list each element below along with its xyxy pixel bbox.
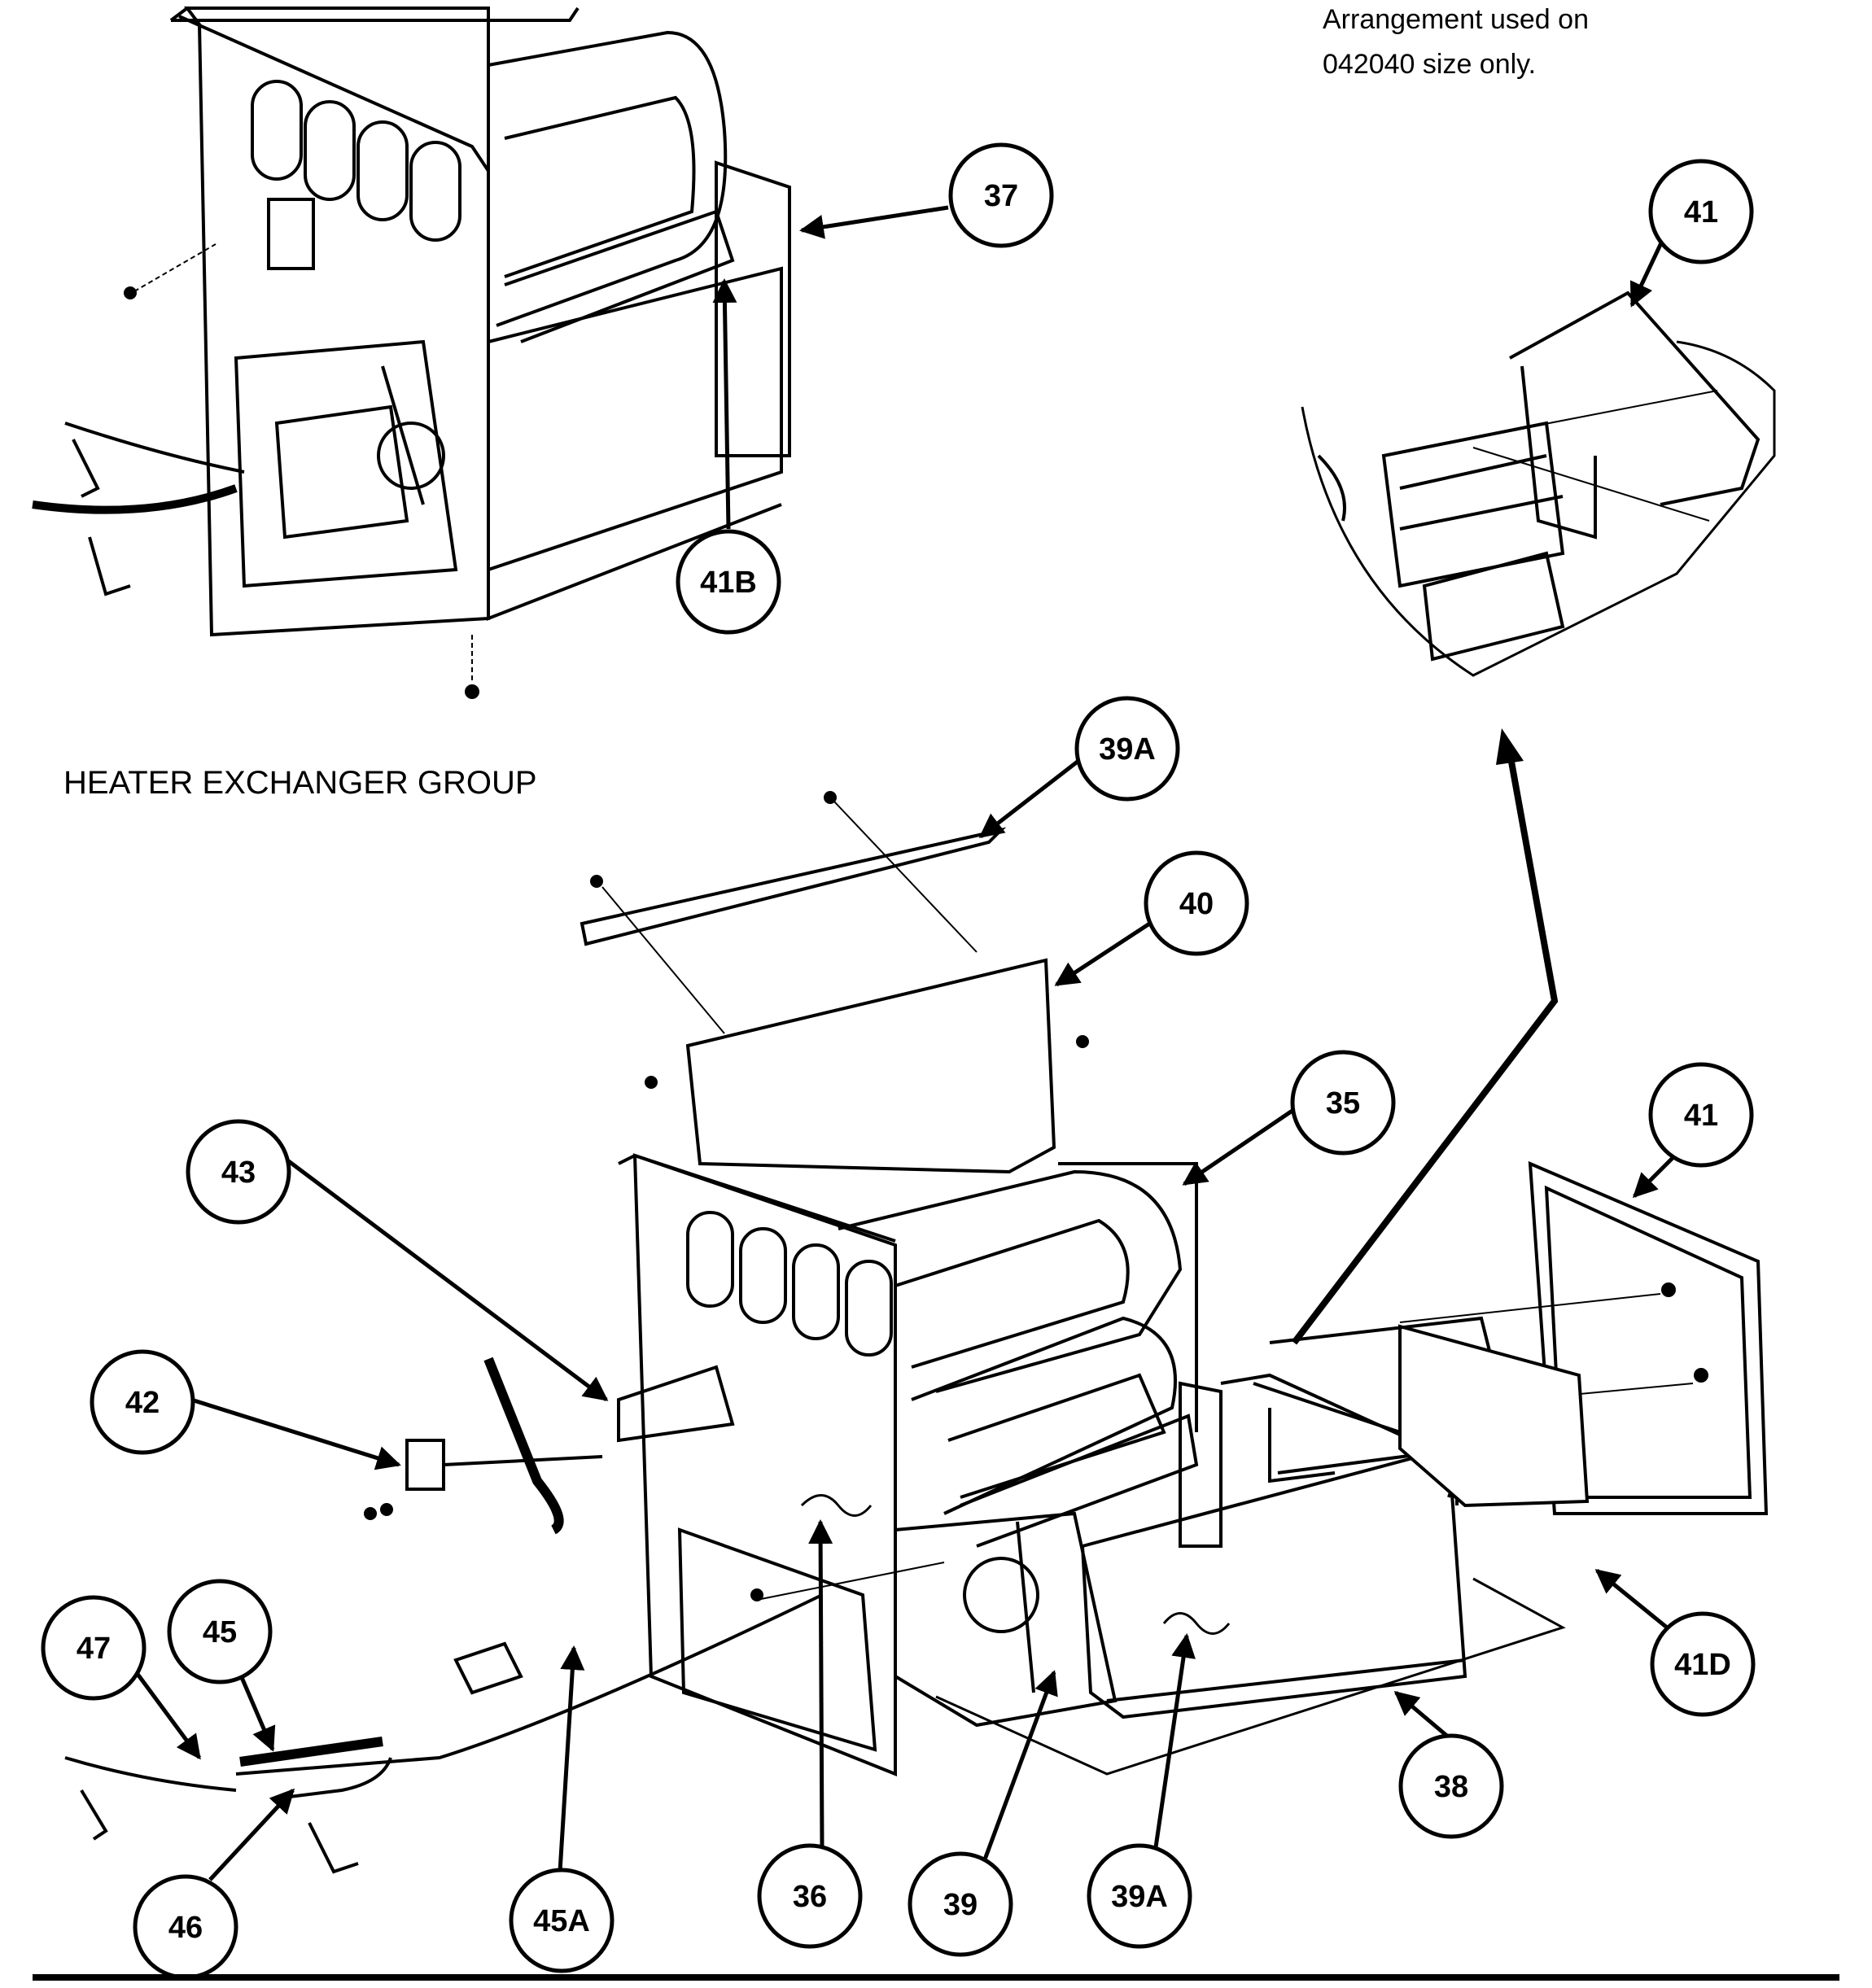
inset-detail [1301,291,1776,677]
label-45: 45 [203,1615,237,1649]
label-47: 47 [77,1632,111,1666]
label-41-top: 41 [1684,195,1718,229]
label-46: 46 [168,1911,203,1945]
label-38: 38 [1434,1770,1468,1804]
callout-45 [167,1579,273,1684]
callout-42 [90,1349,195,1455]
callout-39A-bottom [1087,1843,1192,1949]
callout-41B [676,529,781,635]
top-assembly [32,7,791,699]
label-41D: 41D [1674,1648,1731,1682]
callout-39A-top [1074,696,1180,802]
label-45A: 45A [533,1904,590,1938]
callout-41-right [1648,1062,1754,1168]
leader-lines [128,205,1699,1881]
label-41-right: 41 [1684,1099,1718,1133]
callout-47 [41,1595,147,1701]
label-42: 42 [125,1386,160,1420]
arrangement-note-line-2: 042040 size only. [1323,49,1536,80]
tube-openings-main [686,1211,893,1357]
callout-35 [1290,1050,1396,1156]
arrangement-note-line-1: Arrangement used on [1323,4,1589,35]
label-39: 39 [943,1888,978,1922]
callout-labels: 37 41 41B 39A 40 35 41 43 42 47 45 41D 3… [77,179,1731,1945]
callout-39 [908,1851,1013,1957]
callout-37 [948,142,1054,248]
label-41B: 41B [700,566,757,600]
access-plate-top [267,198,315,270]
callout-36 [757,1843,863,1949]
main-assembly [64,791,1769,1874]
callout-40 [1144,850,1249,956]
label-35: 35 [1326,1086,1360,1121]
label-43: 43 [221,1156,256,1190]
callout-38 [1398,1733,1504,1839]
diagram-title: HEATER EXCHANGER GROUP [63,765,537,801]
label-40: 40 [1179,887,1214,921]
label-39A-bottom: 39A [1111,1880,1168,1914]
callout-45A [509,1868,615,1973]
inset-reference-arrow [1291,728,1559,1345]
label-36: 36 [793,1880,827,1914]
label-37: 37 [984,179,1018,213]
tube-openings-top [251,80,461,242]
callout-41D [1650,1611,1756,1717]
callout-41-top [1648,159,1754,264]
callout-43 [186,1119,291,1225]
label-39A-top: 39A [1099,732,1156,767]
